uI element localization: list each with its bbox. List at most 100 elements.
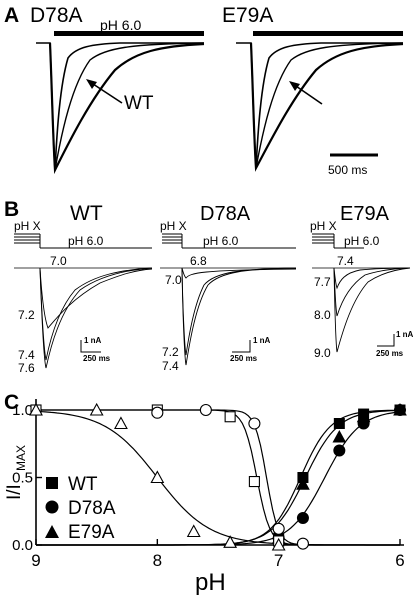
legend: WT D78A E79A — [45, 474, 116, 543]
panel-b-label: B — [4, 198, 19, 221]
protocol-wt-steps — [14, 233, 152, 249]
panel-b-e79a: E79A pH X pH 6.0 7.4 7.7 8.0 9.0 1 nA 25… — [310, 203, 414, 360]
point-desens-4-1 — [199, 403, 212, 417]
point-d78a-2 — [333, 444, 346, 457]
trace-label-wt-7-6: 7.6 — [18, 361, 35, 375]
trace-label-wt-7-0: 7.0 — [50, 254, 67, 268]
trace-wt-7-4 — [39, 267, 153, 361]
wt-arrow-head — [86, 79, 97, 89]
trace-label-e79a-7-4: 7.4 — [337, 254, 354, 268]
y-tick-label: 1.0 — [12, 402, 33, 419]
protocol-e79a-steps — [312, 233, 364, 249]
panel-b-wt-title: WT — [70, 202, 103, 225]
x-tick-label: 8 — [153, 551, 162, 570]
panel-c-label: C — [4, 391, 19, 414]
trace-label-wt-7-4: 7.4 — [18, 348, 35, 362]
trace-label-d78a-7-4: 7.4 — [162, 359, 179, 373]
trace-e79a-8-0 — [333, 267, 411, 317]
panel-a: A D78A E79A pH 6.0 WT 500 ms — [4, 4, 404, 177]
point-desens-3-2 — [224, 411, 236, 423]
scalebar-e79a-time: 250 ms — [376, 349, 404, 358]
point-desens-5-0 — [29, 402, 43, 416]
trace-a-left-wt — [48, 42, 205, 175]
scalebar-d78a — [232, 340, 251, 353]
point-desens-5-5 — [223, 535, 238, 548]
point-e79a-1 — [296, 477, 310, 490]
trace-a-right-mutant — [236, 42, 403, 169]
legend-d78a: D78A — [68, 498, 116, 519]
panel-b-wt: WT pH X pH 6.0 7.0 7.2 7.4 7.6 1 nA 250 … — [14, 202, 153, 375]
arrow-right-line — [292, 83, 323, 105]
scalebar-wt-time: 250 ms — [83, 354, 111, 363]
scalebar-d78a-time: 250 ms — [230, 354, 258, 363]
trace-label-e79a-8-0: 8.0 — [314, 308, 331, 322]
point-desens-5-6 — [271, 537, 286, 551]
scalebar-d78a-current: 1 nA — [253, 336, 271, 345]
trace-label-e79a-7-7: 7.7 — [314, 275, 331, 289]
point-desens-5-3 — [150, 470, 165, 484]
point-desens-4-0 — [151, 406, 164, 419]
panel-b-d78a: D78A pH X pH 6.0 6.8 7.0 7.2 7.4 1 nA 25… — [160, 203, 297, 373]
trace-label-d78a-6-8: 6.8 — [190, 254, 207, 268]
panel-b-d78a-title: D78A — [200, 203, 251, 225]
scalebar-e79a-current: 1 nA — [396, 330, 414, 339]
point-e79a-4 — [393, 402, 407, 416]
trace-label-e79a-9-0: 9.0 — [314, 346, 331, 360]
scalebar-wt-current: 1 nA — [84, 336, 102, 345]
arrow-right-head — [289, 81, 300, 91]
legend-e79a: E79A — [68, 522, 115, 543]
point-desens-5-2 — [114, 416, 128, 430]
scalebar-wt — [80, 340, 101, 353]
y-axis-label-sub: MAX — [14, 445, 28, 471]
wt-label: WT — [124, 93, 154, 114]
trace-label-d78a-7-0: 7.0 — [165, 273, 182, 287]
wt-arrow-line — [89, 81, 123, 104]
panel-a-left-title: D78A — [30, 4, 83, 27]
panel-b: B WT pH X pH 6.0 7.0 7.2 7.4 7.6 1 nA 25… — [4, 198, 414, 375]
point-desens-4-4 — [296, 537, 309, 550]
trace-d78a-7-2 — [181, 267, 297, 356]
protocol-d78a-phx: pH X — [160, 219, 187, 233]
legend-wt: WT — [68, 474, 98, 495]
trace-label-d78a-7-2: 7.2 — [162, 345, 179, 359]
trace-a-right-wt — [249, 42, 404, 172]
y-axis-label: I/I MAX — [4, 445, 28, 500]
y-tick-label: 0.5 — [12, 470, 33, 487]
y-axis-label-main: I/I — [4, 484, 25, 500]
x-tick-label: 9 — [31, 551, 40, 570]
trace-d78a-7-0 — [181, 267, 297, 279]
scalebar-e79a — [377, 334, 395, 347]
ph6-bar-right — [253, 31, 403, 36]
trace-label-wt-7-2: 7.2 — [18, 308, 35, 322]
legend-circle-marker — [45, 500, 59, 514]
y-tick-label: 0.0 — [12, 537, 33, 554]
data-markers — [29, 402, 407, 551]
point-desens-4-2 — [248, 417, 261, 430]
point-desens-3-3 — [248, 475, 260, 488]
x-tick-label: 6 — [395, 551, 404, 570]
trace-a-left-mutant — [36, 42, 204, 171]
panel-a-right-title: E79A — [222, 4, 273, 27]
fit-curve-desens-5 — [35, 410, 400, 546]
point-e79a-3 — [356, 409, 371, 423]
trace-wt-7-2 — [39, 267, 153, 329]
x-ticks: 9 8 7 6 — [31, 539, 405, 570]
panel-a-label: A — [4, 4, 19, 27]
trace-d78a-7-4 — [181, 267, 297, 366]
x-tick-label: 7 — [274, 551, 283, 570]
x-axis-label: pH — [195, 569, 226, 596]
y-ticks: 0.0 0.5 1.0 — [12, 402, 42, 554]
ph6-bar-left — [54, 31, 204, 36]
protocol-e79a-ph6: pH 6.0 — [344, 234, 380, 248]
point-desens-5-4 — [186, 524, 201, 538]
ph6-label-left: pH 6.0 — [100, 17, 141, 33]
point-wt-2 — [333, 418, 345, 429]
trace-wt-7-6 — [39, 267, 153, 369]
trace-e79a-7-7 — [333, 267, 411, 290]
panel-b-e79a-title: E79A — [340, 203, 390, 225]
legend-triangle-marker — [45, 525, 59, 538]
protocol-wt-ph6: pH 6.0 — [68, 234, 104, 248]
panel-c: C 0.0 0.5 1.0 9 8 7 6 pH I/I MAX WT D78A E79A — [4, 391, 407, 596]
protocol-d78a-ph6: pH 6.0 — [203, 234, 239, 248]
